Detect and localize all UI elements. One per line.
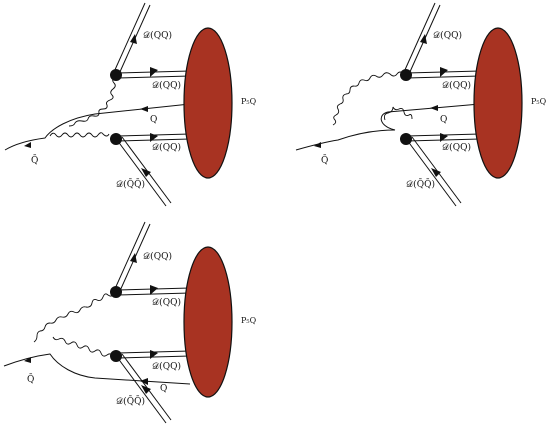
gluon-line xyxy=(68,75,116,127)
label-diquark: 𝒟(QQ) xyxy=(143,251,172,262)
arrow-icon xyxy=(150,67,158,77)
label-antiquark: Q̄ xyxy=(321,154,328,166)
antidiquark-incoming-line xyxy=(116,353,172,424)
antidiquark-incoming-line xyxy=(116,136,172,207)
label-quark: Q xyxy=(440,115,447,125)
quark-line xyxy=(295,103,481,151)
gluon-line xyxy=(52,336,115,358)
label-diquark: 𝒟(QQ) xyxy=(442,142,471,153)
arrow-icon xyxy=(24,357,31,363)
arrow-icon xyxy=(440,67,448,77)
arrow-icon xyxy=(314,142,321,148)
label-diquark: 𝒟(QQ) xyxy=(152,297,181,308)
label-antidiquark: 𝒟(Q̄Q̄) xyxy=(406,178,435,190)
diquark-incoming-line xyxy=(403,2,441,75)
gluon-line xyxy=(383,106,413,121)
label-diquark: 𝒟(QQ) xyxy=(152,142,181,153)
arrow-icon xyxy=(141,168,151,177)
antidiquark-to-blob-line xyxy=(116,350,191,359)
vertex-dot xyxy=(110,133,122,145)
diquark-incoming-line xyxy=(113,221,151,294)
vertex-dot xyxy=(400,69,412,81)
arrow-icon xyxy=(130,253,137,263)
diquark-to-blob-line xyxy=(116,285,191,296)
arrow-icon xyxy=(24,142,31,148)
label-quark: Q xyxy=(160,384,167,394)
antidiquark-to-blob-line xyxy=(406,133,481,142)
quark-line xyxy=(3,353,191,385)
arrow-icon xyxy=(150,285,158,295)
vertex-dot xyxy=(110,350,122,362)
diquark-to-blob-line xyxy=(406,67,481,79)
label-pentaquark: P₅Q xyxy=(531,97,547,106)
antidiquark-to-blob-line xyxy=(116,133,191,142)
label-diquark: 𝒟(QQ) xyxy=(152,361,181,372)
vertex-dot xyxy=(400,133,412,145)
hadron-blob xyxy=(473,27,523,179)
quark-line xyxy=(4,103,191,151)
hadron-blob xyxy=(183,27,233,179)
arrow-icon xyxy=(440,133,448,142)
label-quark: Q xyxy=(150,115,157,125)
label-diquark: 𝒟(QQ) xyxy=(442,80,471,91)
arrow-icon xyxy=(140,106,148,112)
arrow-icon xyxy=(140,378,148,385)
arrow-icon xyxy=(431,168,441,177)
label-pentaquark: P₅Q xyxy=(241,97,257,106)
vertex-dot xyxy=(110,286,122,298)
gluon-line xyxy=(332,71,405,126)
vertex-dot xyxy=(110,69,122,81)
label-pentaquark: P₅Q xyxy=(241,316,257,325)
diagram-panel-2: 𝒟(QQ) 𝒟(QQ) Q 𝒟(QQ) 𝒟(Q̄Q̄) Q̄ P₅Q xyxy=(295,2,547,207)
diquark-incoming-line xyxy=(113,2,151,75)
label-antidiquark: 𝒟(Q̄Q̄) xyxy=(116,395,145,407)
arrow-icon xyxy=(130,34,137,44)
diagram-panel-1: 𝒟(QQ) 𝒟(QQ) Q 𝒟(QQ) 𝒟(Q̄Q̄) Q̄ P₅Q xyxy=(4,2,257,207)
diagram-panel-3: 𝒟(QQ) 𝒟(QQ) 𝒟(QQ) Q 𝒟(Q̄Q̄) Q̄ P₅Q xyxy=(3,221,257,424)
gluon-line xyxy=(33,292,116,343)
arrow-icon xyxy=(430,105,438,111)
arrow-icon xyxy=(141,385,151,394)
gluon-line xyxy=(49,132,110,138)
label-antidiquark: 𝒟(Q̄Q̄) xyxy=(116,178,145,190)
label-diquark: 𝒟(QQ) xyxy=(143,30,172,41)
label-diquark: 𝒟(QQ) xyxy=(433,30,462,41)
arrow-icon xyxy=(420,34,427,44)
hadron-blob xyxy=(183,246,233,398)
diquark-to-blob-line xyxy=(116,67,191,79)
label-antiquark: Q̄ xyxy=(27,373,34,385)
label-antiquark: Q̄ xyxy=(31,154,38,166)
arrow-icon xyxy=(150,133,158,142)
arrow-icon xyxy=(150,350,158,359)
antidiquark-incoming-line xyxy=(406,136,462,207)
label-diquark: 𝒟(QQ) xyxy=(152,80,181,91)
